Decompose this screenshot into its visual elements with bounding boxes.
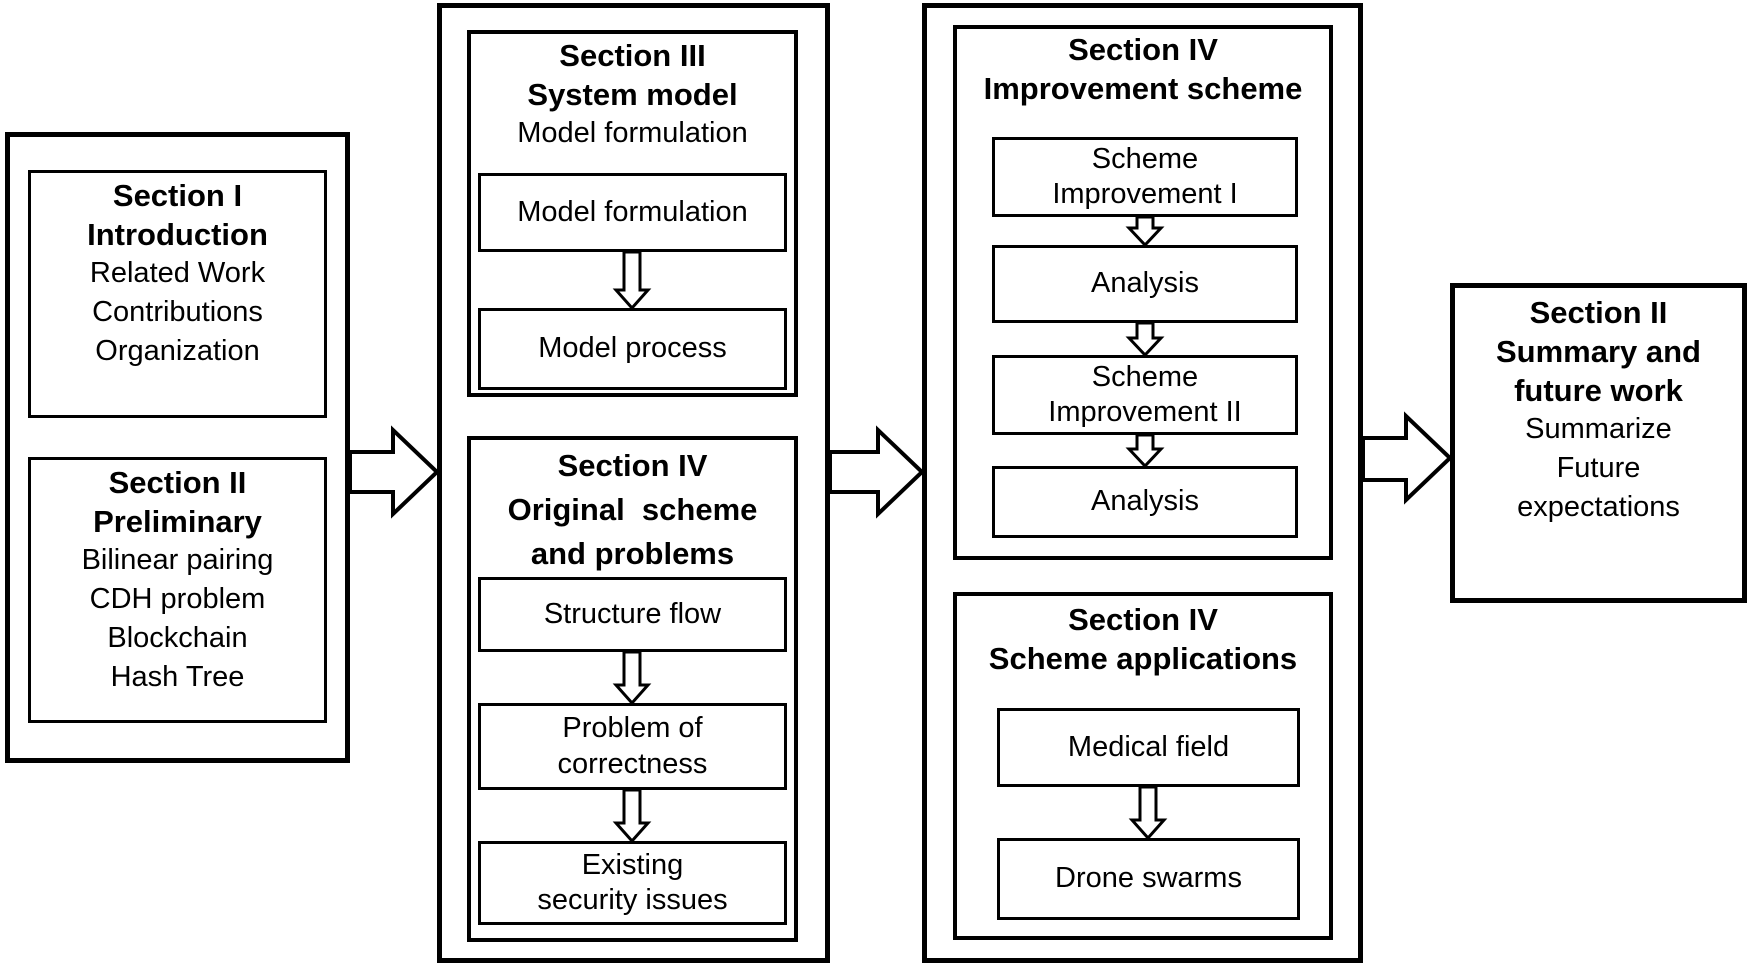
step-label: Scheme Improvement II: [1048, 360, 1242, 428]
section-label: Section II: [108, 465, 247, 500]
section-ii-summary-text: Section II Summary and future work Summa…: [1450, 293, 1747, 527]
section-ii-preliminary-text: Section II Preliminary Bilinear pairing …: [28, 463, 327, 697]
section-title: System model: [527, 77, 738, 112]
flow-arrow-right-icon: [1361, 411, 1453, 505]
section-title: Introduction: [87, 217, 268, 252]
section-i-introduction-box: [28, 170, 327, 418]
step-box-model-formulation: Model formulation: [478, 173, 787, 252]
section-item: Related Work: [89, 257, 266, 289]
section-label: Section IV: [557, 448, 708, 483]
step-box-scheme-improvement-1: Scheme Improvement I: [992, 137, 1298, 217]
section-label: Section I: [112, 178, 243, 213]
section-item: Organization: [95, 335, 260, 367]
step-box-medical-field: Medical field: [997, 708, 1300, 787]
flow-arrow-right-icon: [348, 425, 440, 519]
section-title: Summary and: [1495, 334, 1701, 369]
step-box-structure-flow: Structure flow: [478, 577, 787, 652]
step-label: Model formulation: [517, 195, 748, 228]
section-ii-preliminary-box: [28, 457, 327, 723]
section-label: Section IV: [1068, 32, 1218, 67]
step-label: Structure flow: [543, 597, 722, 630]
step-label: Scheme Improvement I: [1052, 142, 1238, 210]
step-label: Analysis: [1091, 267, 1199, 300]
section-label: Section II: [1529, 295, 1668, 330]
section-item: CDH problem: [89, 583, 266, 615]
section-item: Bilinear pairing: [81, 544, 274, 576]
section-title: Scheme applications: [988, 641, 1298, 676]
step-box-model-process: Model process: [478, 308, 787, 390]
step-label: Drone swarms: [1055, 862, 1242, 895]
section-label: Section IV: [1068, 602, 1218, 637]
section-item: Contributions: [92, 296, 263, 328]
section-item: Summarize: [1525, 413, 1672, 445]
section-item: Hash Tree: [110, 661, 245, 693]
section-subtitle: Model formulation: [517, 117, 748, 149]
step-box-analysis-2: Analysis: [992, 466, 1298, 538]
section-item: Blockchain: [107, 622, 248, 654]
section-iv-improvement-scheme-text: Section IV Improvement scheme: [953, 30, 1333, 108]
step-label: Medical field: [1067, 730, 1230, 763]
section-title: Improvement scheme: [983, 71, 1303, 106]
section-title: future work: [1514, 373, 1683, 408]
step-box-problem-of-correctness: Problem of correctness: [478, 703, 787, 790]
section-iii-system-model-text: Section III System model Model formulati…: [467, 36, 798, 153]
step-label: Problem of correctness: [557, 712, 708, 780]
step-label: Model process: [538, 332, 727, 365]
step-box-drone-swarms: Drone swarms: [997, 838, 1300, 920]
section-label: Section III: [559, 38, 706, 73]
step-box-existing-security-issues: Existing security issues: [478, 841, 787, 925]
step-label: Existing security issues: [537, 848, 728, 916]
section-item: Future: [1556, 452, 1641, 484]
step-label: Analysis: [1091, 485, 1199, 518]
section-item: expectations: [1517, 491, 1680, 523]
section-i-introduction-text: Section I Introduction Related Work Cont…: [28, 176, 327, 371]
section-title: Original scheme: [507, 492, 758, 527]
step-box-analysis-1: Analysis: [992, 245, 1298, 323]
section-iv-scheme-applications-text: Section IV Scheme applications: [953, 600, 1333, 678]
step-box-scheme-improvement-2: Scheme Improvement II: [992, 355, 1298, 435]
flow-arrow-right-icon: [828, 425, 925, 519]
section-ii-summary-box: [1450, 283, 1747, 603]
section-title: and problems: [530, 536, 735, 571]
section-title: Preliminary: [93, 504, 262, 539]
section-iv-original-scheme-text: Section IV Original scheme and problems: [467, 444, 798, 576]
